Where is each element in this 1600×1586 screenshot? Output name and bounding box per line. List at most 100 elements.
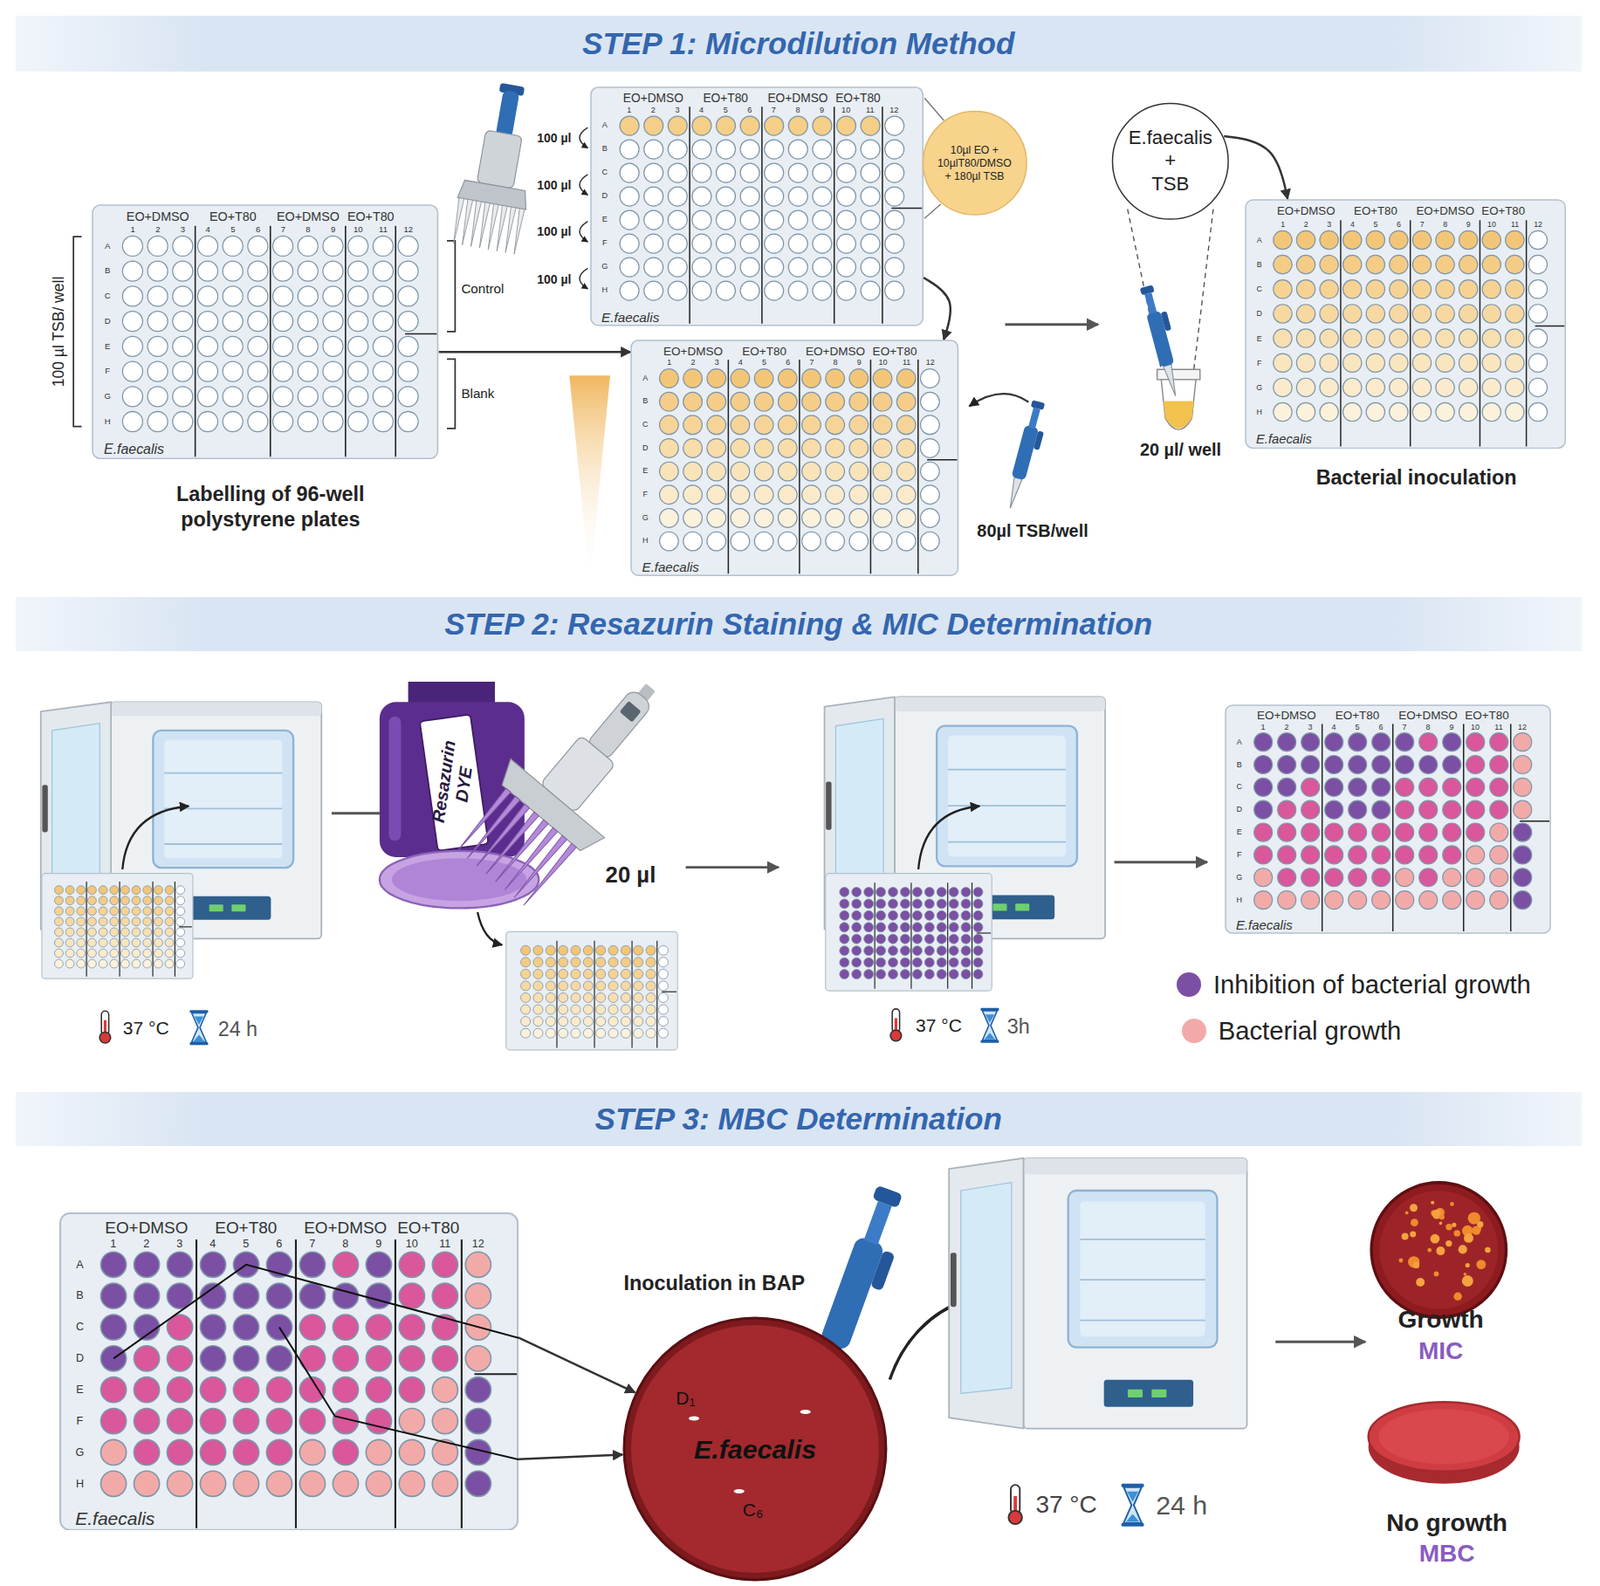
row-letter: B <box>1256 260 1263 269</box>
plate-well <box>633 957 644 968</box>
row-letter: G <box>75 1446 85 1458</box>
plate-well <box>643 163 663 183</box>
plate-well <box>98 927 108 937</box>
plate-divider <box>195 1239 198 1529</box>
colony <box>1430 1234 1441 1244</box>
plate-well <box>715 186 735 207</box>
drawing-part <box>186 896 271 921</box>
plate-well <box>1528 353 1547 372</box>
plate-divider <box>874 882 876 989</box>
drawing-part <box>511 835 567 900</box>
plate-well <box>1465 755 1484 774</box>
plate-well <box>147 386 168 407</box>
plate-well <box>740 210 760 230</box>
plate-well <box>123 286 144 307</box>
plate-well <box>65 896 75 906</box>
row-letter: E <box>602 216 608 225</box>
plate-well <box>233 1345 259 1372</box>
plate-well <box>533 968 543 979</box>
column-number: 2 <box>143 1238 150 1250</box>
small-plate <box>41 873 193 979</box>
plate-well <box>545 1028 556 1038</box>
plate-well <box>620 1016 631 1027</box>
column-number: 6 <box>255 225 261 234</box>
blood-agar <box>631 1325 879 1573</box>
hourglass-icon <box>980 1008 999 1044</box>
plate-well <box>836 163 856 183</box>
colony <box>1453 1292 1462 1301</box>
drawing-part <box>894 1017 898 1031</box>
step-title: STEP 1: Microdilution Method <box>582 27 1015 59</box>
plate-well <box>322 411 344 432</box>
plate-well <box>147 235 168 256</box>
plate-well <box>266 1345 292 1372</box>
plate-well <box>76 917 86 927</box>
plate-well <box>123 361 144 382</box>
plate-well <box>558 1028 569 1038</box>
plate-well <box>166 1345 193 1372</box>
plate-well <box>153 959 163 969</box>
plate-well <box>570 968 581 979</box>
plate-well <box>1528 304 1547 323</box>
drawing-part <box>985 1014 996 1023</box>
column-group-label: EO+DMSO <box>303 1220 387 1237</box>
plate-well <box>897 392 917 413</box>
flow-arrow <box>1275 1340 1366 1344</box>
drawing-part <box>1023 1158 1248 1175</box>
plate-well <box>715 139 735 159</box>
plate-well <box>1347 867 1367 886</box>
column-number: 10 <box>1487 219 1497 228</box>
plate-well <box>273 386 294 407</box>
plate-well <box>659 369 680 389</box>
plate-well <box>121 896 131 906</box>
plate-well <box>897 485 917 505</box>
column-number: 8 <box>1425 722 1430 731</box>
drawing-part <box>1139 284 1155 296</box>
column-number: 8 <box>833 359 838 368</box>
plate-divider <box>631 940 632 1049</box>
plate-well <box>1513 845 1532 865</box>
plate-well <box>153 938 163 948</box>
colony <box>1410 1218 1419 1227</box>
row-letter: B <box>1236 760 1243 769</box>
plate-well <box>763 163 783 183</box>
plate-well <box>521 957 531 968</box>
plate-well <box>164 906 174 916</box>
plate-well <box>1277 755 1296 774</box>
plate-well <box>596 968 606 979</box>
plate-well <box>348 286 369 307</box>
plate-well <box>1300 890 1319 909</box>
plate-well <box>365 1314 392 1340</box>
plate-well <box>1343 329 1362 348</box>
plate-well <box>54 896 64 906</box>
plate-well <box>88 896 97 906</box>
plate-well <box>667 163 687 183</box>
legend-swatch <box>1176 972 1202 997</box>
column-group-label: EO+DMSO <box>1398 709 1458 722</box>
plate-well <box>643 186 663 207</box>
incubator <box>41 701 322 939</box>
plate-well <box>1459 402 1478 421</box>
plate-divider <box>1339 219 1341 447</box>
colony <box>1398 1258 1403 1264</box>
plate-drawing <box>59 1212 519 1532</box>
plate-well <box>153 917 163 927</box>
plate-well <box>839 957 850 968</box>
plate-well <box>143 885 152 895</box>
plate-well <box>583 968 593 979</box>
plate-well <box>707 485 727 505</box>
dish-rim <box>624 1318 886 1580</box>
column-number: 2 <box>691 359 696 368</box>
plate-well <box>147 361 168 382</box>
plate-well <box>332 1376 358 1402</box>
plate-well <box>521 992 531 1003</box>
plate-well <box>373 386 394 407</box>
plate-well <box>273 235 294 256</box>
plate-well <box>100 1345 126 1372</box>
plate-well <box>1277 890 1296 909</box>
plate-divider <box>870 359 873 574</box>
plate-well <box>176 906 186 916</box>
column-number: 12 <box>472 1238 485 1250</box>
plate-well <box>619 233 639 254</box>
plate-well <box>198 310 219 331</box>
